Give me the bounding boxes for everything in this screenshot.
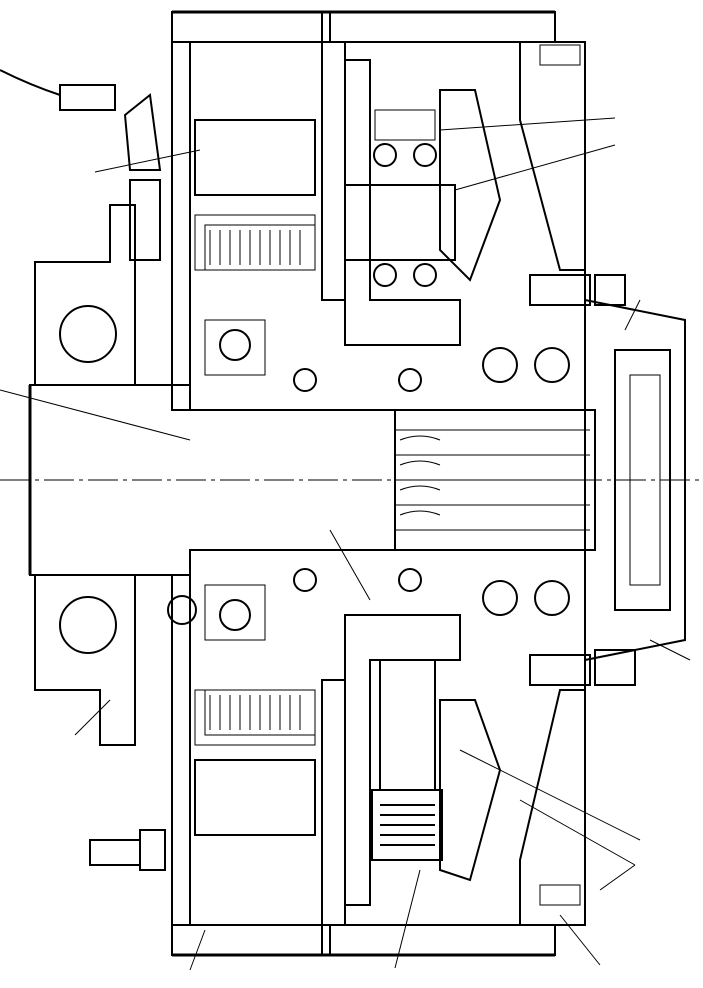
clutch-plate-pack-top	[194, 119, 316, 271]
outer-drum-top	[171, 11, 586, 411]
leader-lines	[0, 117, 691, 971]
spring-top	[204, 224, 316, 271]
planet-gear-bottom	[371, 659, 443, 861]
central-hub-bottom	[344, 614, 502, 906]
bearings	[167, 143, 570, 641]
planet-pin-top	[344, 109, 456, 261]
outer-contour	[28, 10, 586, 957]
clutch-plate-pack-bottom	[194, 689, 316, 836]
left-bearing-housing-bottom	[34, 574, 136, 746]
fittings	[0, 44, 636, 906]
central-hub-top	[344, 59, 502, 346]
spring-bottom	[204, 689, 316, 736]
outer-drum-bottom	[171, 574, 586, 956]
left-bearing-housing-top	[34, 204, 136, 386]
